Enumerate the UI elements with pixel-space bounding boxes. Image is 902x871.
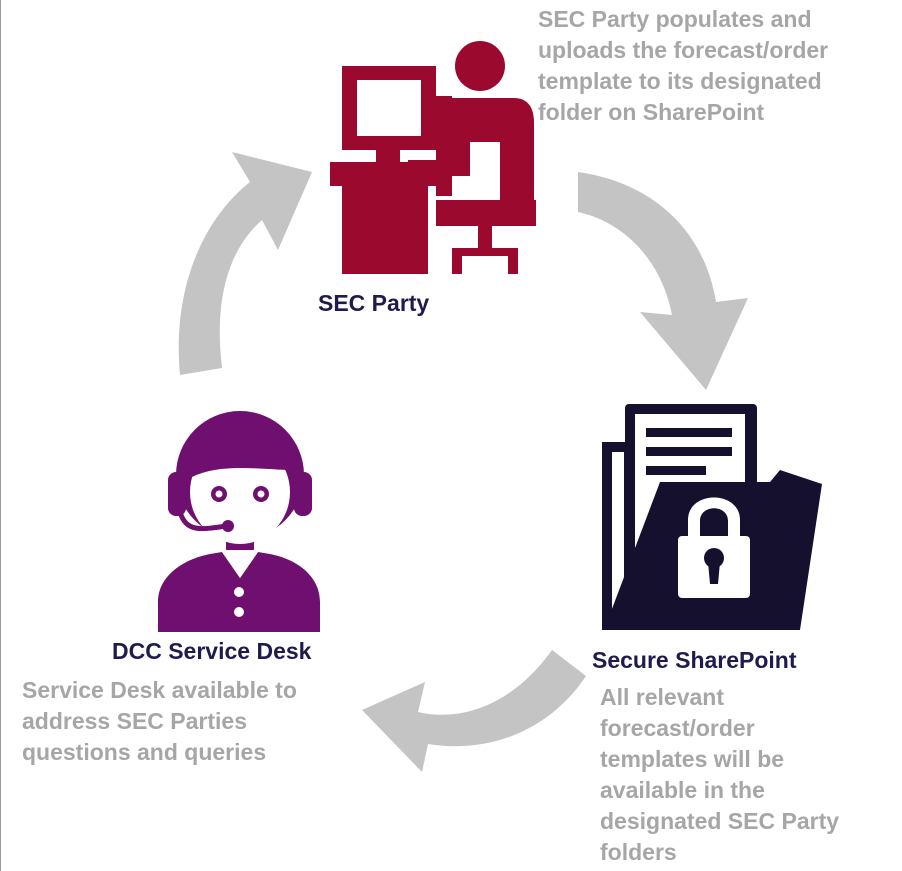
arrow-sharepoint-to-desk (362, 650, 586, 772)
description-line: templates will be (600, 746, 785, 772)
headset-agent-icon (158, 411, 320, 632)
description-line: template to its designated (538, 68, 822, 94)
description-line: SEC Party populates and (538, 6, 812, 32)
description-line: questions and queries (22, 739, 267, 765)
description-line: All relevant (600, 684, 724, 710)
description-line: forecast/order (600, 715, 755, 741)
sec-party-label: SEC Party (318, 290, 430, 316)
locked-folder-icon (602, 404, 822, 630)
sharepoint-description: All relevant forecast/order templates wi… (600, 682, 839, 868)
arrow-desk-to-party (178, 152, 312, 375)
secure-sharepoint-label: Secure SharePoint (592, 647, 797, 673)
service-desk-description: Service Desk available to address SEC Pa… (22, 675, 297, 768)
description-line: available in the (600, 777, 765, 803)
left-border (0, 0, 1, 871)
arrow-party-to-sharepoint (578, 172, 748, 390)
description-line: designated SEC Party (600, 808, 840, 834)
sec-party-description: SEC Party populates and uploads the fore… (538, 4, 828, 128)
description-line: address SEC Parties (22, 708, 248, 734)
dcc-service-desk-label: DCC Service Desk (112, 638, 312, 664)
description-line: folder on SharePoint (538, 99, 765, 125)
desk-computer-user-icon (330, 41, 536, 274)
description-line: folders (600, 839, 677, 865)
description-line: Service Desk available to (22, 677, 297, 703)
description-line: uploads the forecast/order (538, 37, 829, 63)
